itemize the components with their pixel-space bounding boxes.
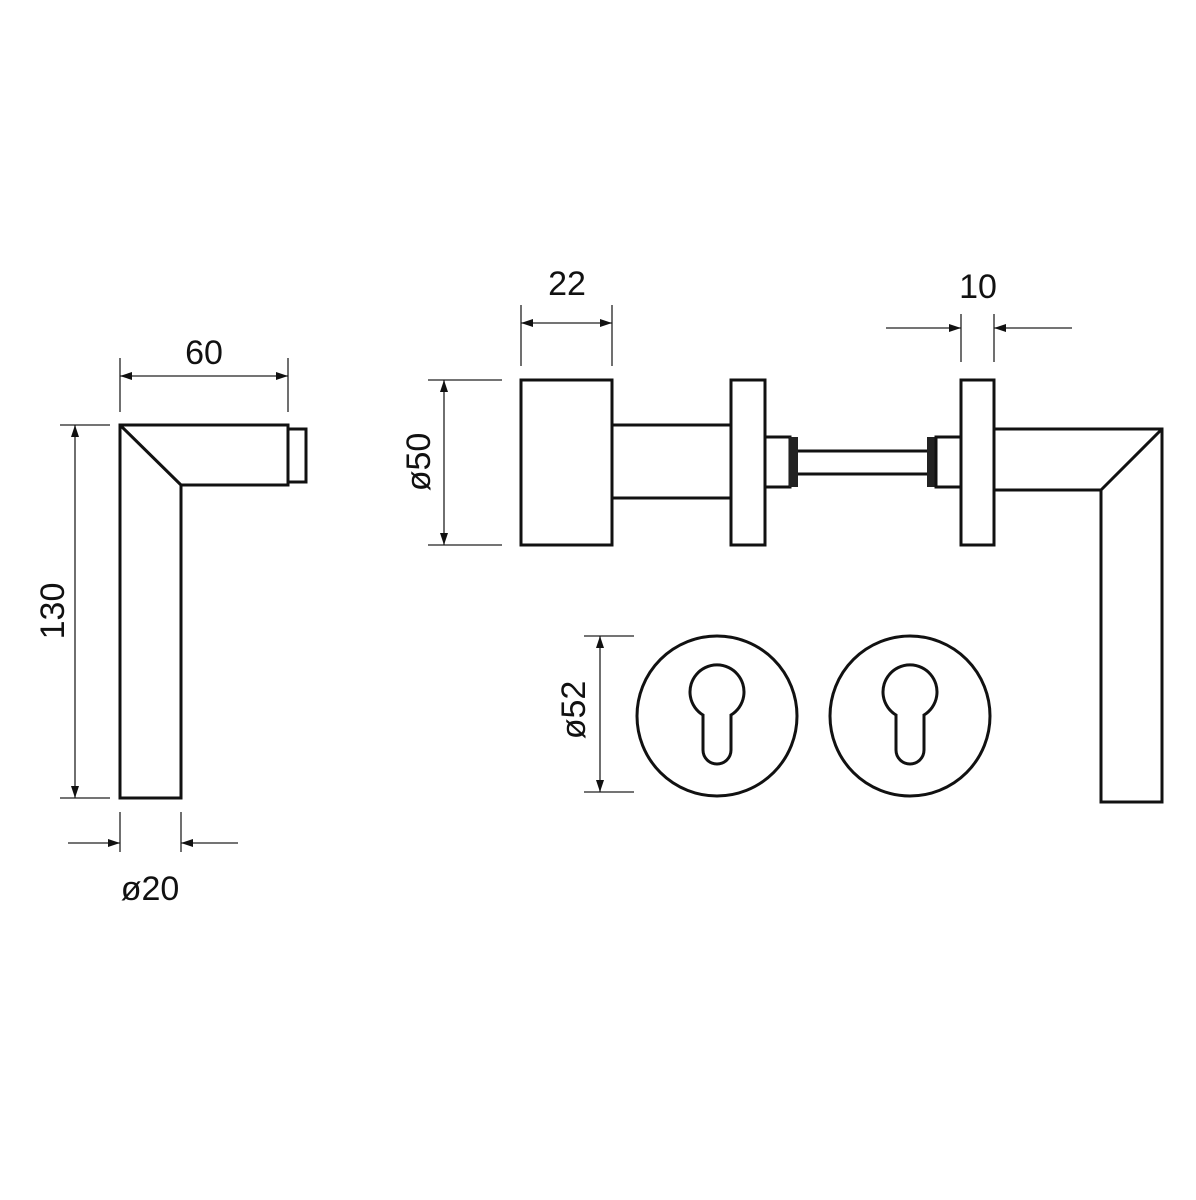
dimension-60: 60 (119, 334, 289, 412)
knob-and-handle-assembly (519, 378, 1164, 804)
dimension-10: 10 (886, 268, 1072, 362)
dim-label-22: 22 (548, 265, 586, 303)
keyhole-icon (688, 663, 746, 766)
lever-handle (994, 427, 1164, 804)
dim-label-o20: ø20 (121, 870, 180, 908)
escutcheon-left (635, 634, 799, 798)
dim-label-130: 130 (34, 583, 72, 640)
dimension-o20: ø20 (68, 812, 238, 908)
escutcheon-right (828, 634, 992, 798)
dimension-o52: ø52 (555, 635, 634, 793)
lever-handle-side-view (118, 423, 308, 800)
dim-label-10: 10 (959, 268, 997, 306)
dimension-o50: ø50 (400, 379, 502, 546)
dim-label-60: 60 (185, 334, 223, 372)
keyhole-icon (881, 663, 939, 766)
dim-label-o50: ø50 (400, 433, 438, 492)
dimension-130: 130 (34, 424, 110, 799)
dimension-22: 22 (520, 265, 613, 366)
knob (519, 378, 614, 547)
dim-label-o52: ø52 (555, 681, 593, 740)
rose-left (729, 378, 767, 547)
rose-right (959, 378, 996, 547)
